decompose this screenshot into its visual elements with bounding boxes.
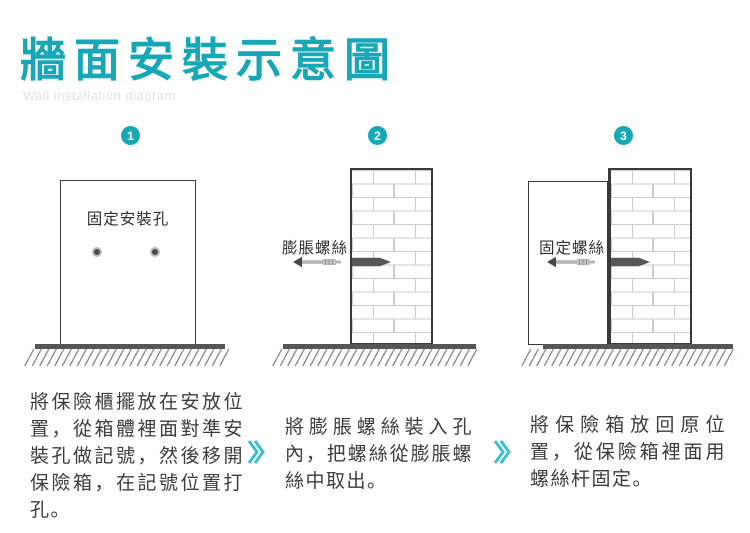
page-subtitle: Wall installation diagram xyxy=(23,88,176,103)
step-2-diagram-label: 膨脹螺絲 xyxy=(282,240,349,257)
brick-pattern xyxy=(611,170,690,343)
step-3-diagram-label: 固定螺絲 xyxy=(539,240,606,257)
step-1-diagram-label: 固定安裝孔 xyxy=(86,211,170,228)
step-2-badge: 2 xyxy=(368,126,387,145)
step-2-description: 將膨脹螺絲裝入孔內，把螺絲從膨脹螺絲中取出。 xyxy=(285,417,473,492)
step-2-brick-wall xyxy=(350,168,433,345)
ground-bar xyxy=(543,344,733,349)
screw-icon xyxy=(293,256,341,268)
chevron-right-icon xyxy=(493,440,511,464)
step-3-brick-wall xyxy=(608,168,692,345)
step-1-description: 將保險櫃擺放在安放位置，從箱體裡面對準安裝孔做記號，然後移開保險箱，在記號位置打… xyxy=(30,392,244,521)
mounting-hole-dot xyxy=(92,247,102,257)
step-1-badge: 1 xyxy=(121,126,140,145)
step-3-description: 將保險箱放回原位置，從保險箱裡面用螺絲杆固定。 xyxy=(530,415,726,490)
ground-bar xyxy=(283,344,476,349)
ground-hatch xyxy=(271,349,481,366)
screw-icon xyxy=(547,256,595,268)
ground-hatch xyxy=(23,349,234,366)
brick-pattern xyxy=(352,170,431,343)
step-1-safe-box xyxy=(60,180,196,345)
expansion-anchor-icon xyxy=(611,257,650,267)
mounting-hole-dot xyxy=(150,247,160,257)
step-3-badge: 3 xyxy=(614,126,633,145)
page-title: 牆面安裝示意圖 xyxy=(20,34,398,86)
ground-bar xyxy=(35,344,225,349)
chevron-right-icon xyxy=(247,440,265,464)
ground-hatch xyxy=(520,349,740,366)
expansion-anchor-icon xyxy=(352,257,391,267)
